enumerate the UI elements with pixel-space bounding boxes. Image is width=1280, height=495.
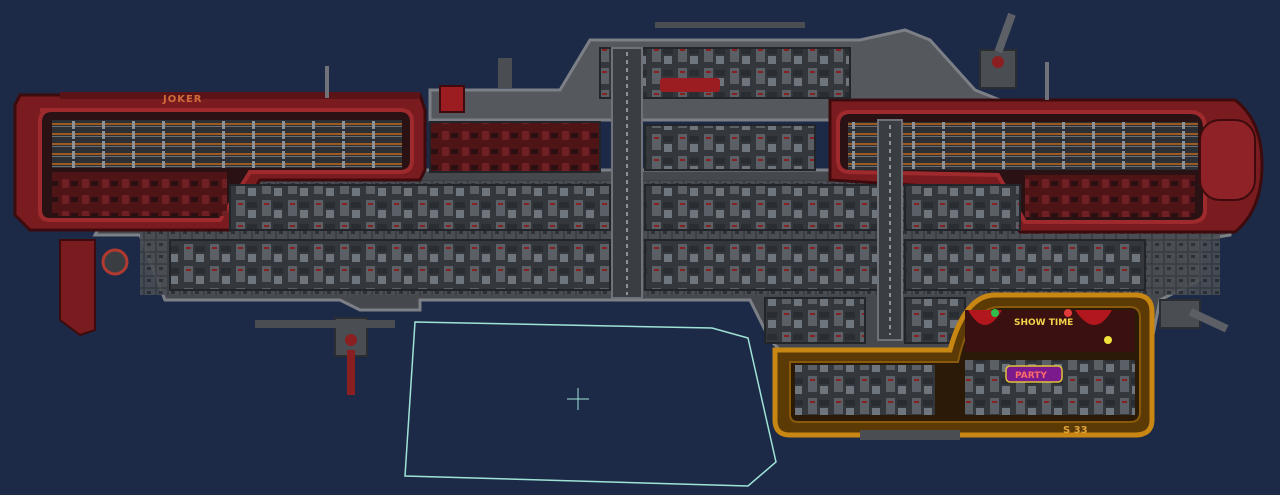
selection-outline: [404, 321, 777, 487]
top-vent: [498, 58, 512, 88]
vertical-corridors: [611, 47, 903, 341]
turret-bottom-left[interactable]: [334, 317, 368, 395]
left-red-wing: JOKER: [13, 92, 427, 232]
stage-curtain-right: [1075, 310, 1112, 325]
party-sign: PARTY: [1015, 371, 1047, 381]
bottom-strut: [860, 430, 960, 440]
weapon-mounts[interactable]: [255, 12, 1229, 440]
party-sign-board: [1005, 365, 1063, 383]
ship-nameplate: JOKER: [162, 94, 203, 105]
left-stern-fin: [59, 239, 96, 337]
stage-sign: SHOW TIME: [1014, 318, 1073, 328]
antenna-mast: [1045, 62, 1049, 100]
balloon-icon: [1064, 309, 1072, 317]
turret-right-side[interactable]: [1159, 299, 1229, 333]
antenna-mast: [325, 66, 329, 98]
entertainment-pod[interactable]: SHOW TIME PARTY S 33: [772, 292, 1155, 438]
balloon-icon: [1104, 336, 1112, 344]
red-couch[interactable]: [660, 78, 720, 92]
porthole: [101, 248, 129, 276]
right-red-wing: [828, 98, 1264, 234]
bottom-strut: [255, 320, 395, 328]
crosshair-icon: [567, 388, 589, 410]
mid-deck-rooms[interactable]: [169, 184, 1146, 344]
turret-top-right[interactable]: [979, 12, 1017, 89]
top-frame: [655, 22, 805, 28]
balloon-icon: [991, 309, 999, 317]
hull-code: S 33: [1063, 425, 1088, 436]
top-vent: [439, 85, 465, 113]
